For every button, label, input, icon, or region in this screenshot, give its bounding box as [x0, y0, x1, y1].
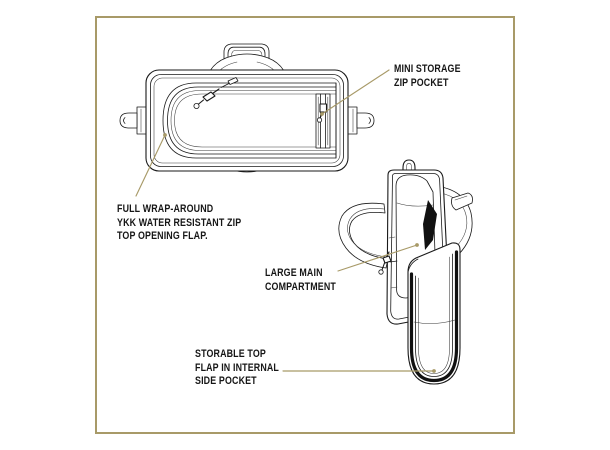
wraparound-zip-flap [162, 82, 337, 159]
mini-zip-pocket [315, 93, 331, 149]
illustration-angled-view [338, 159, 473, 385]
illustration-top-view [119, 43, 375, 173]
leader-lines [135, 69, 436, 373]
leader-storable-flap [282, 369, 436, 373]
shoulder-strap-loop [338, 202, 389, 269]
label-mini-storage-zip-pocket: MINI STORAGE ZIP POCKET [394, 63, 461, 89]
side-zipper-pull-icon [378, 251, 392, 275]
label-storable-top-flap: STORABLE TOP FLAP IN INTERNAL SIDE POCKE… [195, 348, 279, 388]
bag-seam-lines [388, 236, 398, 289]
zipper-pull-flap-icon [193, 77, 239, 110]
leader-wraparound [135, 133, 167, 197]
leader-main-compartment [337, 243, 419, 272]
leader-mini-storage [320, 69, 390, 116]
label-large-main-compartment: LARGE MAIN COMPARTMENT [265, 267, 336, 293]
storable-top-flap [407, 242, 461, 385]
label-full-wrap-around-zip-flap: FULL WRAP-AROUND YKK WATER RESISTANT ZIP… [117, 203, 242, 243]
